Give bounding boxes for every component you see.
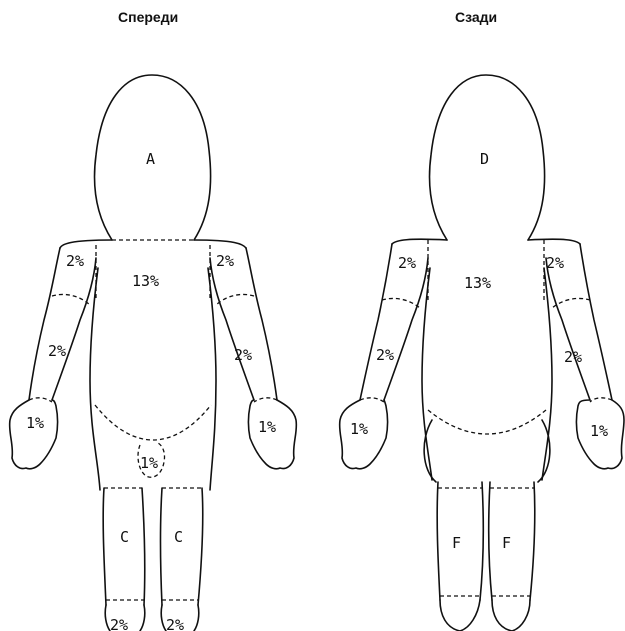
back-forearm-right-label: 2%	[564, 348, 582, 366]
back-upper-arm-left-label: 2%	[398, 254, 416, 272]
back-trunk-label: 13%	[464, 274, 491, 292]
back-torso-outline	[422, 268, 552, 480]
back-right-heel	[492, 600, 530, 631]
back-leg-right-label: F	[502, 534, 511, 552]
front-left-hand	[10, 400, 58, 469]
front-right-wrist-line	[254, 398, 277, 402]
front-figure: A 13% 2% 2% 2% 2% 1% 1% 1% C C 2% 2%	[10, 75, 297, 631]
back-forearm-left-label: 2%	[376, 346, 394, 364]
back-leg-left-label: F	[452, 534, 461, 552]
front-genitals-label: 1%	[140, 454, 158, 472]
back-upper-arm-right-label: 2%	[546, 254, 564, 272]
back-left-elbow-line	[382, 298, 420, 308]
front-foot-right-label: 2%	[166, 616, 184, 631]
front-hand-left-label: 1%	[26, 414, 44, 432]
front-right-arm	[210, 248, 277, 400]
front-left-leg	[103, 488, 145, 605]
front-shoulders	[60, 240, 246, 248]
front-right-leg	[161, 488, 203, 605]
back-hand-right-label: 1%	[590, 422, 608, 440]
back-hand-left-label: 1%	[350, 420, 368, 438]
front-left-elbow-line	[52, 294, 90, 305]
back-left-arm	[360, 244, 428, 400]
front-trunk-label: 13%	[132, 272, 159, 290]
front-hip-line	[95, 405, 211, 440]
back-right-leg	[489, 482, 535, 600]
back-left-wrist-line	[360, 398, 384, 402]
front-leg-left-label: C	[120, 528, 129, 546]
back-hip-line	[428, 410, 546, 434]
back-head-label: D	[480, 150, 489, 168]
front-left-arm	[29, 248, 96, 400]
back-right-wrist-line	[590, 398, 612, 402]
front-hand-right-label: 1%	[258, 418, 276, 436]
front-upper-arm-right-label: 2%	[216, 252, 234, 270]
front-leg-right-label: C	[174, 528, 183, 546]
back-shoulders	[392, 239, 580, 244]
front-forearm-left-label: 2%	[48, 342, 66, 360]
back-figure: D 13% 2% 2% 2% 2% 1% 1% F F	[340, 75, 624, 631]
front-forearm-right-label: 2%	[234, 346, 252, 364]
back-left-heel	[440, 600, 480, 631]
front-head-label: A	[146, 150, 155, 168]
front-foot-left-label: 2%	[110, 616, 128, 631]
front-upper-arm-left-label: 2%	[66, 252, 84, 270]
front-left-wrist-line	[29, 398, 52, 402]
front-right-elbow-line	[216, 294, 254, 305]
back-buttocks	[424, 420, 550, 482]
